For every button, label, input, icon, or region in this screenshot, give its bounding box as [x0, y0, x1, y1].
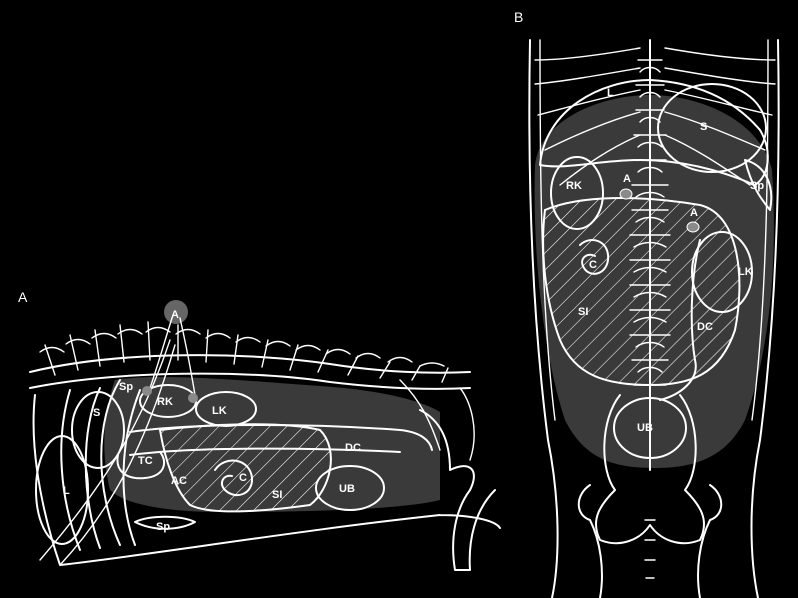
- lateral-label-liver: L: [63, 485, 70, 497]
- vd-artery-marker-left: [687, 222, 699, 232]
- vd-label-left-kidney: LK: [738, 266, 753, 278]
- lateral-artery-marker-left: [188, 393, 198, 403]
- vd-label-spleen: Sp: [750, 180, 764, 192]
- lateral-label-spleen-dorsal: Sp: [119, 381, 133, 393]
- vd-label-right-kidney: RK: [566, 180, 582, 192]
- lateral-artery-marker-right: [142, 386, 152, 396]
- vd-femur-left: [579, 485, 602, 598]
- vd-label-cecum: C: [589, 259, 597, 271]
- lateral-vertebral-column: [30, 322, 470, 389]
- vd-artery-marker-right: [620, 189, 632, 199]
- lateral-label-right-kidney: RK: [157, 396, 173, 408]
- lateral-label-stomach: S: [93, 407, 100, 419]
- lateral-small-intestine: [160, 424, 331, 511]
- lateral-label-ascending-colon: AC: [171, 475, 187, 487]
- panel-a-lateral-view: A A Sp RK LK S L TC AC C SI DC UB Sp: [18, 289, 500, 570]
- lateral-label-left-kidney: LK: [212, 405, 227, 417]
- panel-a-letter: A: [18, 289, 28, 305]
- vd-label-urinary-bladder: UB: [637, 422, 653, 434]
- vd-label-small-intestine: SI: [578, 306, 588, 318]
- vd-femur-right: [698, 485, 721, 598]
- lateral-label-transverse-colon: TC: [138, 455, 153, 467]
- vd-label-descending-colon: DC: [697, 321, 713, 333]
- vd-label-stomach: S: [700, 121, 707, 133]
- vd-small-intestine: [543, 198, 739, 385]
- lateral-label-descending-colon: DC: [345, 442, 361, 454]
- lateral-label-small-intestine: SI: [272, 489, 282, 501]
- panel-b-ventrodorsal-view: B L S RK A A Sp C LK SI DC UB: [514, 9, 779, 598]
- lateral-label-artery: A: [171, 309, 179, 321]
- lateral-label-cecum: C: [239, 472, 247, 484]
- lateral-label-spleen-ventral: Sp: [156, 521, 170, 533]
- panel-b-letter: B: [514, 9, 523, 25]
- vd-label-artery-right: A: [623, 173, 631, 185]
- vd-label-artery-left: A: [690, 207, 698, 219]
- lateral-label-urinary-bladder: UB: [339, 483, 355, 495]
- vd-label-liver: L: [607, 87, 614, 99]
